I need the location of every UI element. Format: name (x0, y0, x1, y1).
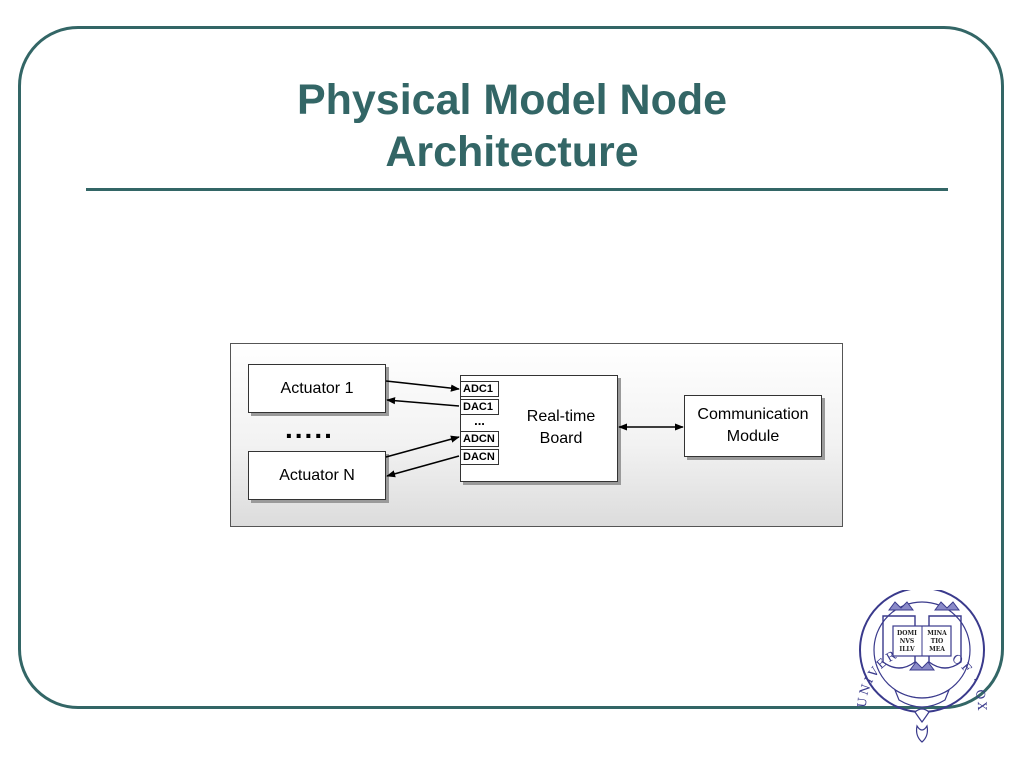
port-adcn: ADCN (460, 431, 499, 447)
svg-text:MEA: MEA (929, 646, 945, 653)
port-dac1: DAC1 (460, 399, 499, 415)
svg-text:ILLV: ILLV (899, 646, 915, 653)
svg-text:MINA: MINA (927, 630, 947, 637)
title-line-1: Physical Model Node (296, 76, 728, 124)
slide-title: Physical Model Node Architecture (0, 74, 1024, 178)
actuator-1-box: Actuator 1 (248, 364, 386, 413)
actuator-ellipsis: ..... (285, 413, 334, 444)
communication-module-box: Communication Module (684, 395, 822, 457)
port-ellipsis: ... (474, 413, 485, 428)
title-line-2: Architecture (385, 128, 639, 176)
actuator-n-label: Actuator N (279, 466, 355, 484)
realtime-board-label: Real-time Board (526, 408, 596, 447)
actuator-1-label: Actuator 1 (280, 379, 354, 397)
title-divider (86, 188, 948, 191)
svg-text:TIO: TIO (931, 638, 944, 645)
communication-module-label: Communication Module (697, 406, 809, 445)
svg-text:DOMI: DOMI (897, 630, 917, 637)
port-dacn: DACN (460, 449, 499, 465)
svg-text:NVS: NVS (900, 638, 914, 645)
actuator-n-box: Actuator N (248, 451, 386, 500)
port-adc1: ADC1 (460, 381, 499, 397)
oxford-seal-logo: UNIVERSITY · OF · OXFORD DOMI NVS ILLV M… (855, 590, 987, 743)
